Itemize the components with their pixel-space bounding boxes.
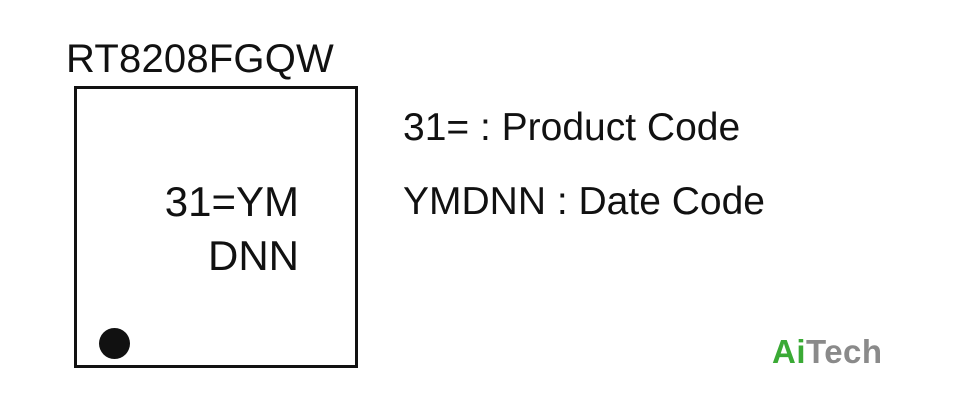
chip-marking: 31=YM DNN bbox=[165, 175, 299, 283]
chip-package-outline: 31=YM DNN bbox=[74, 86, 358, 368]
legend-code: 31= bbox=[403, 106, 470, 149]
legend-row-date-code: YMDNN : Date Code bbox=[403, 165, 765, 239]
legend-code: YMDNN bbox=[403, 180, 546, 223]
legend-description: Date Code bbox=[578, 180, 765, 223]
part-number-label: RT8208FGQW bbox=[66, 37, 334, 81]
logo-part-ai: Ai bbox=[772, 333, 806, 370]
legend-description: Product Code bbox=[501, 106, 741, 149]
aitech-logo: AiTech bbox=[772, 332, 883, 372]
logo-part-tech: Tech bbox=[806, 333, 883, 370]
legend-separator: : bbox=[469, 106, 502, 149]
legend-row-product-code: 31= : Product Code bbox=[403, 91, 765, 165]
marking-legend: 31= : Product Code YMDNN : Date Code bbox=[403, 91, 765, 239]
pin1-dot-icon bbox=[99, 328, 130, 359]
legend-separator: : bbox=[546, 180, 579, 223]
marking-line-2: DNN bbox=[208, 232, 299, 279]
marking-line-1: 31=YM bbox=[164, 178, 299, 225]
